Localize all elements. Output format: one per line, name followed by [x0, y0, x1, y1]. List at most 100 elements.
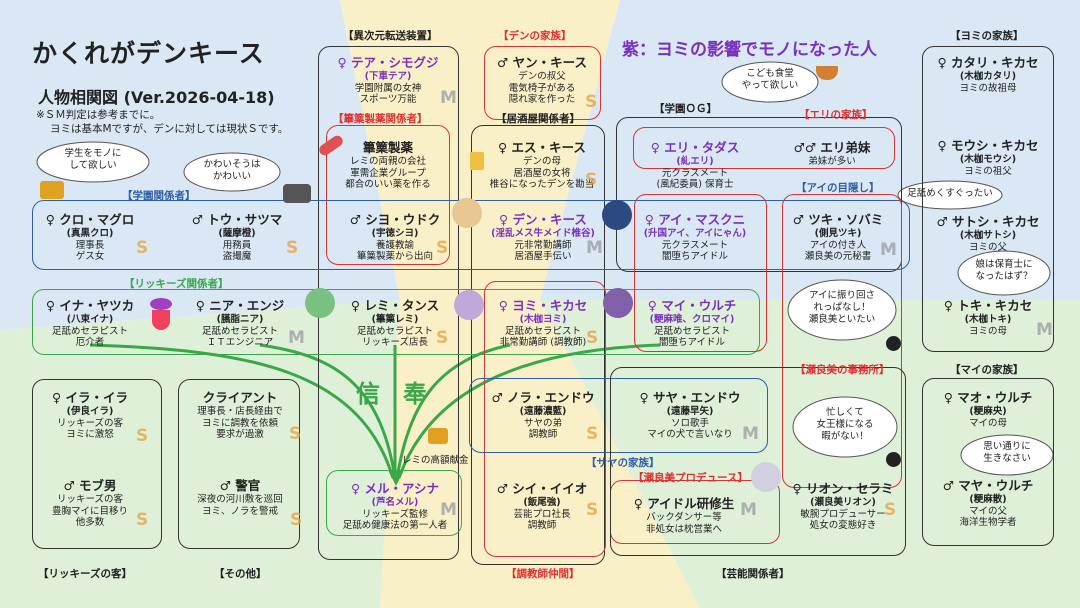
label-other: 【その他】 [214, 568, 267, 580]
sm-mark-client: S [289, 424, 302, 444]
person-nickname: (粳麻散) [969, 493, 1007, 505]
label-mai-family: 【マイの家族】 [950, 364, 1024, 376]
avatar-shio [452, 198, 482, 228]
bubble-5: 娘は保育士になったはず？ [975, 259, 1033, 282]
person-desc: 弟妹が多い [808, 155, 856, 167]
person-desc: 元非常勤講師 [514, 239, 572, 251]
bubble-1: 学生をモノにして欲しい [64, 148, 122, 171]
person-idol: ♀ アイドル研修生バックダンサー等非処女は枕営業へ [614, 496, 754, 535]
person-nickname: (真黒クロ) [66, 227, 114, 239]
sm-mark-idol: M [740, 500, 757, 520]
person-desc: ヨミに調教を依頼 [201, 417, 278, 429]
person-tsuki: ♂ ツキ・ソバミ(側見ツキ)アイの付き人瀬良美の元秘書 [768, 212, 908, 263]
label-hikkan: 【篳篥製薬関係者】 [333, 113, 428, 125]
person-desc: 豊胸マイに目移り [51, 505, 128, 517]
person-police: ♂ 警官深夜の河川敷を巡回ヨミ、ノラを警戒 [170, 478, 310, 517]
sm-mark-shio: S [436, 238, 449, 258]
sm-mark-tea: M [440, 88, 457, 108]
person-hikkan: 篳篥製薬レミの両親の会社軍需企業グループ都合のいい薬を作る [318, 140, 458, 191]
person-name: ♀ エリ・タダス [650, 140, 740, 155]
person-kuro: ♀ クロ・マグロ(真黒クロ)理事長ゲス女 [20, 212, 160, 263]
avatar-ai [602, 200, 632, 230]
bomb-icon-2 [886, 452, 901, 467]
person-ira: ♀ イラ・イラ(伊良イラ)リッキーズの客ヨミに激怒 [20, 390, 160, 441]
subtitle: 人物相関図 (Ver.2026-04-18) [38, 88, 275, 107]
person-nickname: (升国アイ、アイにゃん) [643, 227, 747, 239]
person-es: ♀ エス・キースデンの母居酒屋の女将椎谷になったデンを勘当 [472, 140, 612, 191]
group-mai-family-box [922, 378, 1054, 546]
person-desc: ヨミの祖父 [964, 165, 1012, 177]
sm-mark-mel: M [440, 500, 457, 520]
person-desc: リッキーズ店長 [361, 337, 429, 349]
person-yan: ♂ ヤン・キースデンの叔父電気椅子がある隠れ家を作った [472, 55, 612, 106]
person-nickname: (木枷ヨミ) [519, 313, 567, 325]
group-yomi-family-box [922, 46, 1054, 352]
person-desc: 足舐めセラピスト [51, 325, 128, 337]
person-nickname: (飯尾強) [523, 496, 561, 508]
person-name: ♀ デン・キース [499, 212, 587, 227]
person-saya: ♀ サヤ・エンドウ(遠藤早矢)ソロ歌手マイの犬で言いなり [620, 390, 760, 441]
person-toki: ♀ トキ・キカセ(木枷トキ)ヨミの母 [918, 298, 1058, 337]
person-nickname: (伊良イラ) [66, 405, 114, 417]
person-desc: リッキーズの客 [56, 493, 124, 505]
person-desc: (風紀委員) 保育士 [656, 179, 734, 191]
yen-icon-2 [428, 428, 448, 444]
avatar-nia [305, 288, 335, 318]
group-ai-mekakushi-box [782, 194, 902, 488]
person-name: ♀ カタリ・キカセ [937, 55, 1039, 70]
person-den: ♀ デン・キース(淫乱メス牛メイド椎谷)元非常勤講師居酒屋手伝い [473, 212, 613, 263]
person-desc: 芸能プロ社長 [513, 508, 571, 520]
person-desc: 処女の変態好き [809, 520, 877, 532]
person-name: クライアント [202, 390, 278, 405]
bubble-7: 忙しくて女王様になる暇がない！ [816, 407, 874, 442]
person-desc: 闇堕ちアイドル [661, 251, 729, 263]
person-desc: 非常勤講師 (調教師) [499, 337, 587, 349]
person-maya: ♂ マヤ・ウルチ(粳麻散)マイの父海洋生物学者 [918, 478, 1058, 529]
group-geinou-box [610, 367, 906, 556]
person-tou: ♂ トウ・サツマ(薩摩橙)用務員盗撮魔 [167, 212, 307, 263]
sm-mark-shii: S [586, 500, 599, 520]
sm-mark-kuro: S [136, 238, 149, 258]
person-tea: ♀ テア・シモグジ(下車テア)学園附属の女神スポーツ万能 [318, 55, 458, 106]
person-desc: 非処女は枕営業へ [645, 523, 722, 535]
person-desc: マイの父 [968, 505, 1007, 517]
group-den-family-box [484, 46, 601, 120]
bubble-6: アイに振り回されっぱなし！瀬良美といたい [808, 290, 876, 325]
sm-mark-yomi: S [586, 328, 599, 348]
bubble-shape-1 [36, 141, 150, 183]
label-choukyou: 【調教師仲間】 [506, 568, 580, 580]
person-desc: 居酒屋の女将 [513, 167, 571, 179]
person-name: ♀ ヨミ・キカセ [498, 298, 588, 313]
person-mousi: ♀ モウシ・キカセ(木枷モウシ)ヨミの祖父 [918, 138, 1058, 177]
person-name: ♀ メル・アシナ [350, 481, 439, 496]
person-desc: ヨミの母 [968, 325, 1007, 337]
person-nickname: (下車テア) [364, 70, 412, 82]
person-name: ♀ レミ・タンス [350, 298, 440, 313]
person-rion: ♀ リオン・セラミ(瀬良美リオン)敏腕プロデューサー処女の変態好き [773, 481, 913, 532]
person-nickname: (糺エリ) [676, 155, 714, 167]
person-nickname: (側見ツキ) [814, 227, 862, 239]
person-name: ♀ マイ・ウルチ [647, 298, 737, 313]
person-shii: ♂ シイ・イイオ(飯尾強)芸能プロ社長調教師 [472, 481, 612, 532]
person-desc: 足舐めセラピスト [356, 325, 433, 337]
sm-mark-yan: S [585, 92, 598, 112]
person-name: ♀ クロ・マグロ [45, 212, 135, 227]
person-nickname: (遠藤濃藍) [519, 405, 567, 417]
person-desc: 瀬良美の元秘書 [804, 251, 872, 263]
person-desc: 闇堕ちアイドル [658, 337, 726, 349]
app-title: かくれがデンキース [32, 39, 265, 68]
avatar-mai [603, 288, 633, 318]
sm-mark-nora: S [586, 424, 599, 444]
label-izakaya: 【居酒屋関係者】 [496, 113, 580, 125]
bubble-2: かわいそうはかわいい [203, 159, 261, 182]
bomb-icon-1 [886, 336, 901, 351]
person-nickname: (篳篥レミ) [371, 313, 419, 325]
label-rikkies: 【リッキーズ関係者】 [124, 278, 229, 290]
person-desc: 用務員 [222, 239, 252, 251]
person-nora: ♂ ノラ・エンドウ(遠藤濃藍)サヤの弟調教師 [473, 390, 613, 441]
group-choukyou-box [484, 281, 606, 557]
person-desc: 敏腕プロデューサー [800, 508, 886, 520]
person-nickname: (薩摩橙) [218, 227, 256, 239]
